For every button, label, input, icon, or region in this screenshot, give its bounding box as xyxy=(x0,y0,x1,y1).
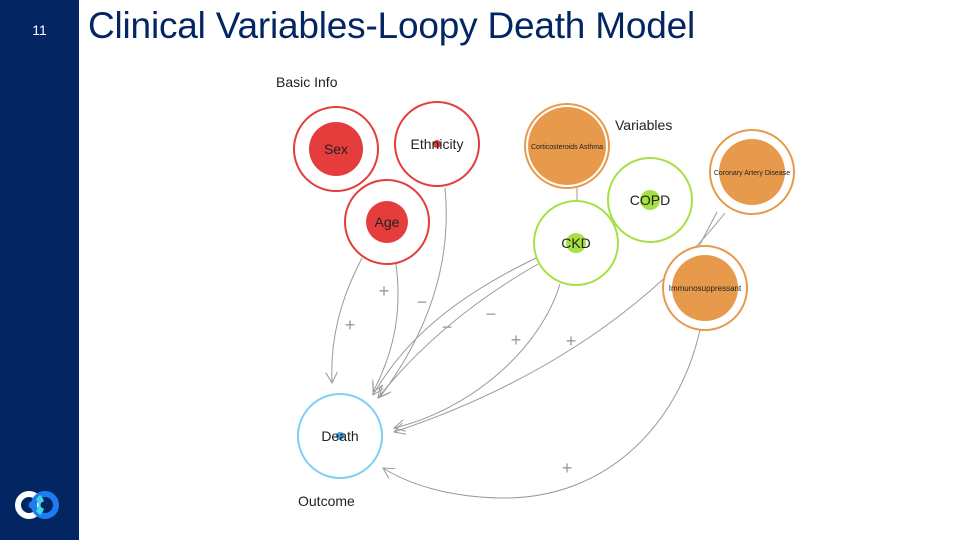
node-death[interactable]: Death xyxy=(297,393,383,479)
svg-text:Age: Age xyxy=(375,214,400,230)
svg-text:COPD: COPD xyxy=(630,192,670,208)
node-coronary-artery-disease[interactable]: Coronary Artery Disease xyxy=(709,129,795,215)
edge-age-death-1[interactable] xyxy=(332,257,363,383)
edge-sign: − xyxy=(486,304,497,324)
edge-ckd-death-1[interactable] xyxy=(373,257,537,395)
node-ckd[interactable]: CKD xyxy=(533,200,619,286)
svg-text:Corticosteroids Asthma: Corticosteroids Asthma xyxy=(531,144,603,151)
node-immunosuppressant[interactable]: Immunosuppressant xyxy=(662,245,748,331)
svg-text:Coronary Artery Disease: Coronary Artery Disease xyxy=(714,170,790,177)
svg-text:CKD: CKD xyxy=(561,235,591,251)
edge-immuno-death[interactable] xyxy=(383,329,701,499)
sidebar: 11 xyxy=(0,0,79,540)
svg-text:Ethnicity: Ethnicity xyxy=(411,136,464,152)
edge-ethnicity-death[interactable] xyxy=(380,187,447,397)
edge-sign: + xyxy=(511,330,522,350)
edge-ckd-death-3[interactable] xyxy=(394,283,561,428)
slide-number: 11 xyxy=(32,22,47,38)
edge-cad-line[interactable] xyxy=(696,211,718,251)
node-copd[interactable]: COPD xyxy=(607,157,693,243)
edge-sign: + xyxy=(566,331,577,351)
edge-sign: + xyxy=(345,315,356,335)
node-ethnicity[interactable]: Ethnicity xyxy=(394,101,480,187)
slide-title: Clinical Variables-Loopy Death Model xyxy=(88,5,696,46)
group-label-variables: Variables xyxy=(615,117,672,133)
edge-sign: + xyxy=(562,458,573,478)
edge-sign: − xyxy=(442,317,453,337)
edge-age-death-2[interactable] xyxy=(373,263,399,392)
node-corticosteroids-asthma[interactable]: Corticosteroids Asthma xyxy=(524,103,610,189)
edge-sign: + xyxy=(379,281,390,301)
node-age[interactable]: Age xyxy=(344,179,430,265)
svg-text:Immunosuppressant: Immunosuppressant xyxy=(669,284,742,293)
company-logo-icon xyxy=(15,491,59,519)
node-sex[interactable]: Sex xyxy=(293,106,379,192)
group-label-outcome: Outcome xyxy=(298,493,355,509)
svg-text:Sex: Sex xyxy=(324,141,348,157)
group-label-basic-info: Basic Info xyxy=(276,74,338,90)
edge-sign: − xyxy=(417,292,428,312)
edge-ckd-death-2[interactable] xyxy=(378,263,539,398)
svg-text:Death: Death xyxy=(321,428,358,444)
